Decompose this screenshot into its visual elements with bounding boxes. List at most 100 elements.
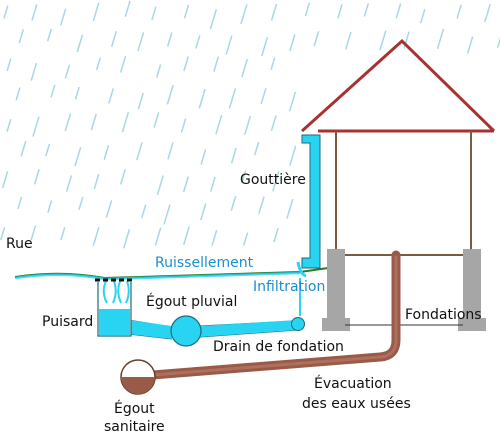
rain-streak: [1, 171, 9, 189]
rain-streak: [182, 176, 189, 193]
label-egout-pluvial: Égout pluvial: [146, 293, 237, 310]
rain-streak: [260, 87, 267, 105]
rain-streak: [30, 62, 38, 81]
rain-streak: [110, 31, 118, 47]
rain-streak: [379, 30, 387, 51]
rain-streak: [200, 203, 207, 221]
rain-streak: [313, 31, 320, 47]
rain-streak: [59, 8, 67, 26]
rain-streak: [289, 34, 296, 52]
catch-basin-water: [99, 309, 130, 335]
rain-streak: [45, 143, 51, 157]
rain-streak: [64, 64, 71, 79]
rain-streak: [180, 118, 187, 133]
rain-streak: [230, 147, 237, 164]
label-drain-de-fondation: Drain de fondation: [213, 339, 344, 355]
label-evacuation-line2: des eaux usées: [302, 396, 411, 412]
label-egout-sanitaire-line1: Égout: [114, 400, 155, 417]
rain-streak: [230, 195, 237, 211]
label-fondations: Fondations: [405, 307, 482, 323]
gutter: [301, 134, 321, 269]
foundation-pillar-right: [463, 249, 481, 331]
rain-streak: [78, 196, 84, 210]
sewage-evacuation-pipe-highlight: [138, 255, 398, 378]
catch-basin-inflow: [102, 280, 130, 304]
rain-streak: [17, 196, 23, 210]
rain-streak: [289, 145, 297, 166]
rain-streak: [46, 28, 53, 42]
rain-streak: [240, 4, 248, 25]
rain-streak: [76, 34, 84, 53]
rain-streak: [395, 3, 402, 19]
rain-streak: [18, 29, 25, 44]
rain-streak: [436, 28, 445, 50]
rain-streak: [105, 200, 113, 218]
rain-streak: [244, 115, 252, 135]
storm-sewer-main: [170, 315, 202, 347]
rain-streak: [270, 115, 277, 131]
rain-streak: [95, 57, 102, 71]
rain-streak: [93, 173, 100, 190]
foundation-footing-right: [458, 318, 486, 331]
rain-streak: [32, 116, 40, 137]
rain-streak: [92, 2, 100, 22]
rain-streak: [241, 58, 249, 78]
rain-streak: [20, 140, 27, 157]
sanitary-sewer-content: [121, 377, 155, 394]
label-evacuation-line1: Évacuation: [314, 375, 392, 392]
rain-streak: [183, 56, 189, 71]
rain-streak: [74, 86, 80, 100]
rain-streak: [124, 0, 131, 17]
rain-streak: [242, 232, 249, 246]
label-rue: Rue: [6, 236, 33, 252]
rain-streak: [0, 227, 6, 241]
rain-streak: [103, 145, 110, 160]
rain-streak: [137, 32, 145, 52]
rain-streak: [198, 88, 206, 109]
rain-streak: [64, 113, 72, 132]
label-puisard: Puisard: [42, 314, 93, 330]
rain-streak: [183, 4, 190, 19]
rain-streak: [225, 35, 233, 55]
rain-streak: [137, 92, 144, 110]
rain-streak: [166, 84, 174, 105]
rain-streak: [466, 36, 474, 54]
house-wall: [335, 131, 472, 256]
rain-streak: [153, 112, 160, 128]
rain-streak: [211, 229, 218, 246]
rain-streak: [497, 37, 500, 48]
rain-streak: [6, 58, 12, 72]
rain-streak: [33, 169, 40, 185]
rain-streak: [345, 31, 352, 50]
rain-streak: [272, 171, 280, 192]
storm-sewer-pipe-fill: [128, 320, 297, 339]
rain-streak: [136, 142, 143, 161]
rain-streak: [270, 3, 278, 21]
rain-streak: [60, 227, 66, 241]
rain-streak: [261, 37, 269, 57]
rain-streak: [200, 149, 207, 165]
rain-streak: [122, 228, 131, 249]
rain-streak: [156, 175, 164, 196]
rain-streak: [166, 32, 173, 47]
downspout-outlet-splash: [296, 261, 307, 278]
rain-streak: [456, 4, 462, 19]
rain-streak: [163, 204, 171, 225]
rain-streak: [31, 4, 38, 21]
rain-streak: [228, 88, 237, 109]
rain-streak: [273, 227, 279, 243]
house-roof: [300, 38, 496, 133]
rain-streak: [119, 169, 126, 185]
rain-streak: [65, 175, 73, 192]
rain-streak: [288, 91, 297, 112]
rain-streak: [155, 64, 162, 78]
foundation-footing-left: [322, 318, 350, 331]
rain-streak: [195, 35, 201, 49]
label-gouttiere: Gouttière: [240, 172, 306, 188]
rain-streak: [167, 142, 174, 160]
rain-streak: [92, 226, 100, 246]
rain-streak: [3, 5, 9, 19]
rain-streak: [151, 6, 157, 21]
label-egout-sanitaire-line2: sanitaire: [104, 419, 165, 435]
rain-streak: [50, 84, 56, 98]
